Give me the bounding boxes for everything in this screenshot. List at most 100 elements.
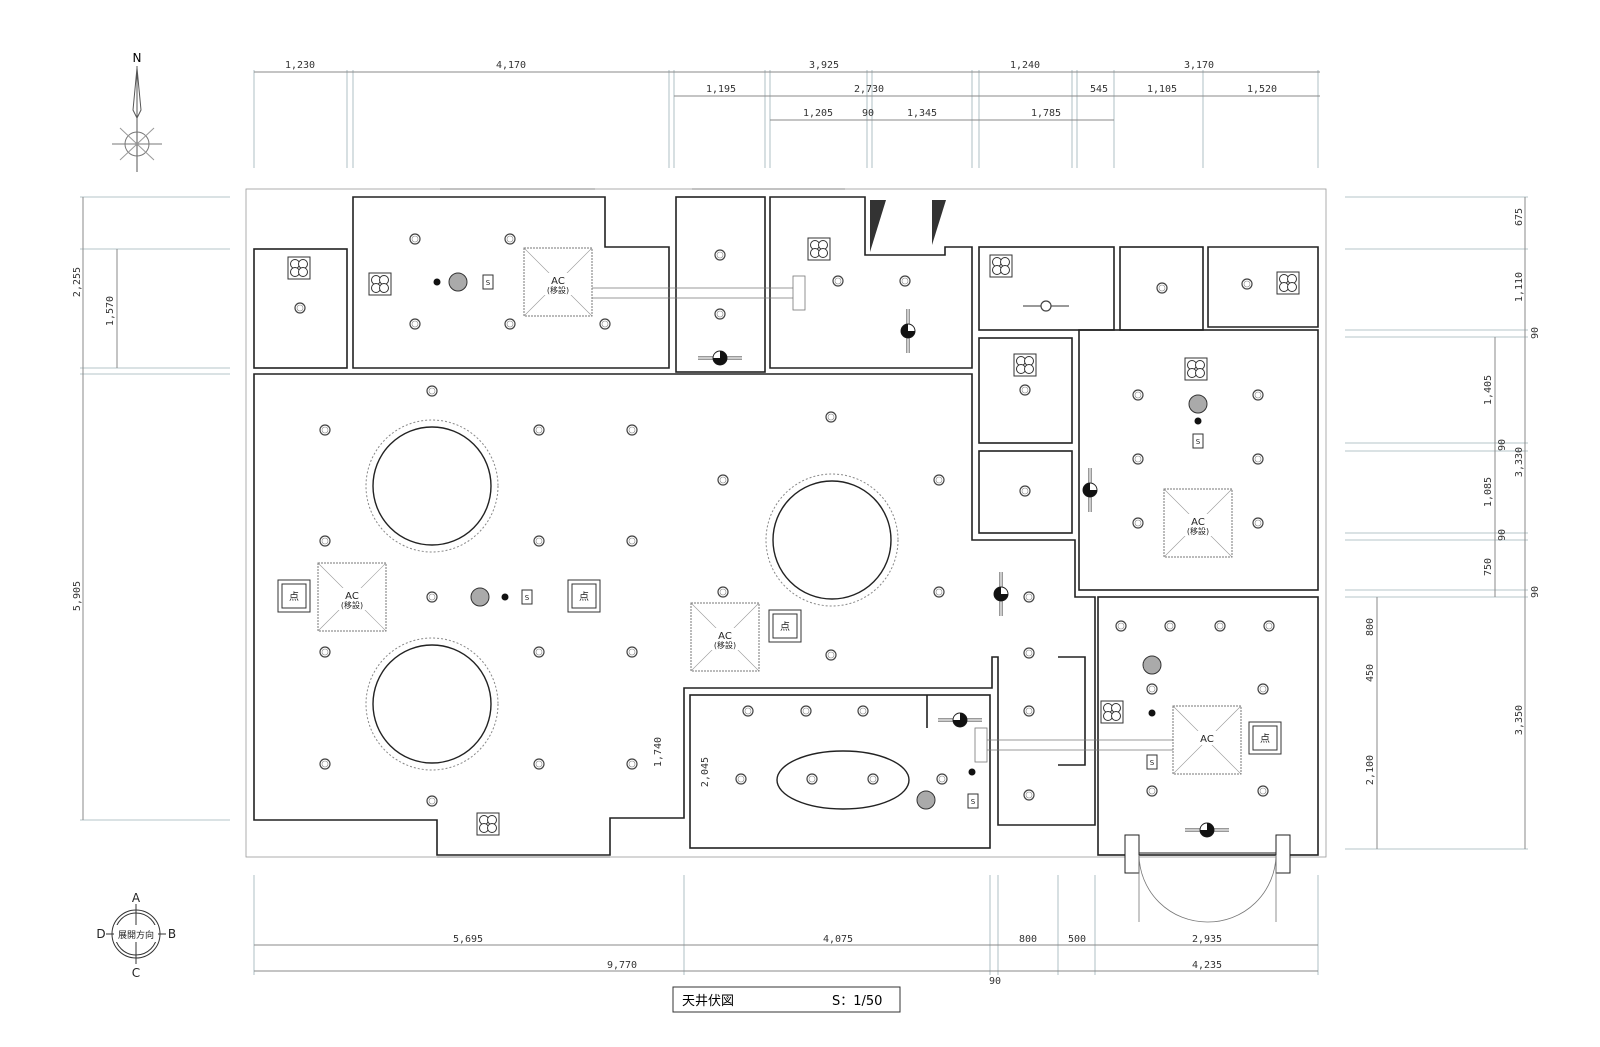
downlight-inner <box>744 707 752 715</box>
downlight-inner <box>827 413 835 421</box>
dimension-label: 800 <box>1365 618 1376 636</box>
downlight-inner <box>1254 391 1262 399</box>
downlight-inner <box>1216 622 1224 630</box>
downlight-inner <box>628 648 636 656</box>
speaker-dot-icon <box>433 278 441 286</box>
room-top-right-1 <box>978 246 1115 331</box>
multi-light-fixture-icon <box>1276 271 1300 295</box>
inspection-hatch-inner <box>772 613 798 639</box>
downlight-icon <box>1019 384 1031 396</box>
orientation-d: D <box>96 927 105 941</box>
downlight-icon <box>599 318 611 330</box>
dimension-label: 3,330 <box>1514 447 1525 477</box>
dimension-label: 1,110 <box>1514 272 1525 302</box>
room-top-left-small <box>253 248 348 369</box>
air-conditioner-unit: AC(移設) <box>317 562 387 632</box>
downlight-inner <box>1025 791 1033 799</box>
downlight-inner <box>1254 519 1262 527</box>
room-right <box>1078 329 1319 591</box>
downlight-icon <box>426 795 438 807</box>
downlight-inner <box>411 320 419 328</box>
downlight-inner <box>1134 391 1142 399</box>
orientation-b: B <box>168 927 176 941</box>
downlight-inner <box>296 304 304 312</box>
multi-light-fixture-icon <box>989 254 1013 278</box>
line-light-icon <box>1040 300 1052 312</box>
downlight-inner <box>628 426 636 434</box>
downlight-icon <box>1132 453 1144 465</box>
downlight-icon <box>1263 620 1275 632</box>
dimension-label: 90 <box>1530 327 1541 339</box>
exhaust-fan-icon <box>938 712 982 728</box>
fixtures: SSSSS点点点点AC(移設)AC(移設)AC(移設)AC(移設)AC <box>277 233 1300 838</box>
downlight-inner <box>535 426 543 434</box>
downlight-icon <box>319 424 331 436</box>
downlight-inner <box>834 277 842 285</box>
dimension-label: 545 <box>1090 84 1108 95</box>
room-right-small-2 <box>978 450 1073 534</box>
sensor-icon <box>967 793 979 809</box>
downlight-inner <box>1243 280 1251 288</box>
downlight-icon <box>533 646 545 658</box>
exhaust-fan-icon <box>900 309 916 353</box>
sensor-icon <box>482 274 494 290</box>
dimension-label: 1,230 <box>285 60 315 71</box>
downlight-icon <box>533 424 545 436</box>
dimension-label: 4,170 <box>496 60 526 71</box>
dimension-label: 1,085 <box>1483 477 1494 507</box>
downlight-icon <box>1023 647 1035 659</box>
dimension-label: 1,570 <box>105 296 116 326</box>
walls <box>253 188 1319 858</box>
extension-lines <box>80 70 1528 975</box>
dimension-label: 1,520 <box>1247 84 1277 95</box>
orientation-center-label: 展開方向 <box>118 929 154 941</box>
dimension-label: 5,695 <box>453 934 483 945</box>
downlight-icon <box>626 535 638 547</box>
downlight-inner <box>1021 487 1029 495</box>
downlight-icon <box>426 591 438 603</box>
sensor-label: S <box>486 279 491 287</box>
downlight-icon <box>742 705 754 717</box>
multi-light-fixture-icon <box>1013 353 1037 377</box>
north-arrow: N <box>112 51 162 172</box>
inspection-hatch-label: 点 <box>780 621 790 633</box>
dimension-label: 675 <box>1514 208 1525 226</box>
dimension-label: 1,105 <box>1147 84 1177 95</box>
downlight-icon <box>319 758 331 770</box>
multi-light-fixture-icon <box>368 272 392 296</box>
downlight-icon <box>717 586 729 598</box>
downlight-icon <box>735 773 747 785</box>
air-conditioner-unit: AC <box>1172 705 1242 775</box>
downlight-inner <box>737 775 745 783</box>
sensor-icon <box>1146 754 1158 770</box>
air-conditioner-unit: AC(移設) <box>1163 488 1233 558</box>
sensor-label: S <box>971 798 976 806</box>
downlight-icon <box>319 646 331 658</box>
ac-relocated-label: (移設) <box>714 640 736 650</box>
smoke-detector-icon <box>916 790 936 810</box>
downlight-icon <box>1146 683 1158 695</box>
downlight-icon <box>1252 517 1264 529</box>
speaker-dot-icon <box>968 768 976 776</box>
downlight-icon <box>717 474 729 486</box>
dimension-label: 1,240 <box>1010 60 1040 71</box>
sensor-icon <box>1192 433 1204 449</box>
downlight-icon <box>426 385 438 397</box>
ac-label: AC <box>718 631 732 642</box>
multi-light-fixture-icon <box>287 256 311 280</box>
downlight-inner <box>869 775 877 783</box>
dimension-label: 2,100 <box>1365 755 1376 785</box>
downlight-icon <box>504 318 516 330</box>
downlight-icon <box>806 773 818 785</box>
ac-label: AC <box>345 591 359 602</box>
downlight-icon <box>1164 620 1176 632</box>
dimension-label: 3,350 <box>1514 705 1525 735</box>
round-ceilings <box>365 419 910 810</box>
downlight-icon <box>1115 620 1127 632</box>
downlight-icon <box>936 773 948 785</box>
partition-wall <box>1058 656 1086 766</box>
air-conditioner-unit: AC(移設) <box>690 602 760 672</box>
downlight-inner <box>321 426 329 434</box>
inspection-hatch-icon <box>277 579 311 613</box>
ac-label: AC <box>1191 517 1205 528</box>
